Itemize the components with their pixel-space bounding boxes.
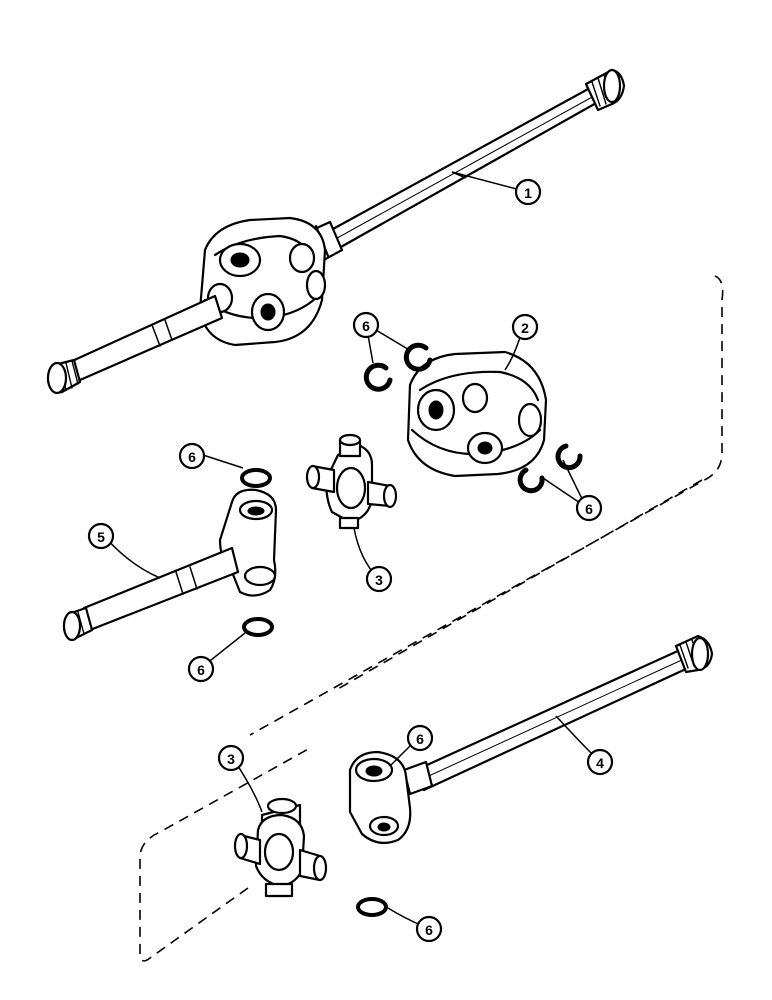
callout-6e: 6 bbox=[406, 724, 434, 752]
callout-6f: 6 bbox=[415, 915, 443, 943]
yoke-shaft-lower bbox=[348, 634, 714, 845]
group-outline bbox=[139, 275, 724, 962]
callout-3b: 3 bbox=[217, 744, 245, 772]
callout-6a: 6 bbox=[352, 311, 380, 339]
coupling-housing bbox=[406, 350, 548, 478]
callout-3b-label: 3 bbox=[227, 751, 235, 767]
callout-6b-label: 6 bbox=[585, 501, 593, 517]
yoke-shaft-middle bbox=[62, 488, 278, 642]
axle-shaft-assembly bbox=[46, 68, 626, 395]
universal-cross-upper bbox=[305, 433, 398, 530]
callout-6c: 6 bbox=[178, 442, 206, 470]
callout-6d: 6 bbox=[187, 655, 215, 683]
callout-2: 2 bbox=[511, 313, 539, 341]
callout-1-label: 1 bbox=[524, 185, 532, 201]
callout-6f-label: 6 bbox=[425, 922, 433, 938]
callout-5: 5 bbox=[87, 522, 115, 550]
universal-cross-lower bbox=[233, 797, 328, 898]
callout-6d-label: 6 bbox=[197, 662, 205, 678]
callout-4-label: 4 bbox=[596, 755, 604, 771]
leader-lines bbox=[105, 171, 599, 929]
callout-6b: 6 bbox=[575, 494, 603, 522]
callout-6c-label: 6 bbox=[188, 449, 196, 465]
callout-3a-label: 3 bbox=[375, 572, 383, 588]
callout-2-label: 2 bbox=[521, 320, 529, 336]
callout-5-label: 5 bbox=[97, 529, 105, 545]
callout-6a-label: 6 bbox=[362, 318, 370, 334]
callout-3a: 3 bbox=[365, 565, 393, 593]
callout-6e-label: 6 bbox=[416, 731, 424, 747]
callout-4: 4 bbox=[586, 748, 614, 776]
callout-1: 1 bbox=[514, 178, 542, 206]
